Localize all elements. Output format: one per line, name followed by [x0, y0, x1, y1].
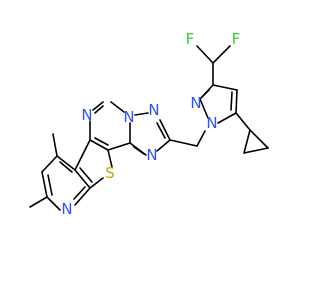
atom-n-triazole-3: N — [146, 146, 157, 164]
atom-n-pyrazole-2: N — [190, 94, 201, 112]
bond-npy-c — [46, 196, 61, 211]
bond-c-c-th — [74, 169, 91, 189]
bond-c-c8a — [107, 142, 131, 151]
atom-n-pyridine: N — [61, 200, 72, 218]
bond-methyl-bottom — [29, 196, 48, 208]
bond-methyl-top — [52, 133, 58, 157]
bond-c5-c4 — [235, 89, 238, 114]
atom-label-layer: F F N N N N N N N S — [61, 30, 240, 218]
bond-n2-n1 — [199, 98, 209, 119]
atom-n-triazole-1: N — [148, 101, 159, 119]
bond-c3-n2-inner — [201, 89, 210, 98]
bond-c-npy — [74, 187, 91, 206]
bond-c-c-py3 — [56, 155, 76, 171]
bond-c-c-py — [41, 171, 48, 198]
atom-n-pyrimidine: N — [81, 106, 92, 124]
bond-c4-c3 — [212, 84, 238, 91]
bond-cp-a — [243, 129, 251, 154]
bond-c-c-th-inner — [79, 167, 93, 183]
bond-c-c-inner — [94, 137, 109, 146]
atom-n-pyrazole-1: N — [206, 114, 217, 132]
bond-n1-c5 — [217, 112, 237, 124]
bond-c-c-py-inner — [47, 174, 53, 196]
bond-ch-n — [92, 101, 104, 111]
bond-n3t-c2 — [156, 139, 171, 152]
molecule-canvas: F F N N N N N N N S — [29, 30, 269, 218]
bond-n1t-n8 — [134, 112, 149, 116]
bond-c2-n1t — [159, 119, 171, 141]
bond-c-c-py2 — [41, 155, 58, 173]
structure-diagram: F F N N N N N N N S — [29, 30, 269, 218]
atom-f-2: F — [232, 30, 241, 48]
bond-ch2-c2 — [169, 139, 198, 147]
bond-s-c — [89, 177, 104, 189]
bond-c8a-n3t-inner — [133, 146, 145, 155]
bond-c-npy-inner — [73, 186, 86, 200]
bond-n1-ch2 — [196, 130, 206, 147]
bond-cp-b — [249, 129, 269, 149]
bond-f2-chf — [212, 45, 231, 64]
atom-s-thiophene: S — [105, 164, 115, 182]
bond-layer — [29, 45, 269, 211]
bond-c-c — [89, 139, 109, 151]
bond-c2-n1t-inner — [156, 122, 166, 139]
bond-cp-c — [243, 147, 269, 154]
bond-c-c-py3-inner — [59, 161, 73, 173]
atom-f-1: F — [186, 30, 195, 48]
bond-c5-cp — [235, 112, 251, 131]
bond-f1-chf — [196, 45, 214, 64]
bond-ch-n-inner — [94, 105, 104, 114]
bond-c-s — [107, 149, 113, 168]
bond-c-c-th2 — [74, 139, 91, 171]
bond-c5-c4-inner — [230, 91, 233, 111]
bond-n8-ch — [110, 101, 125, 113]
atom-n-triazole-bridge: N — [123, 108, 134, 126]
